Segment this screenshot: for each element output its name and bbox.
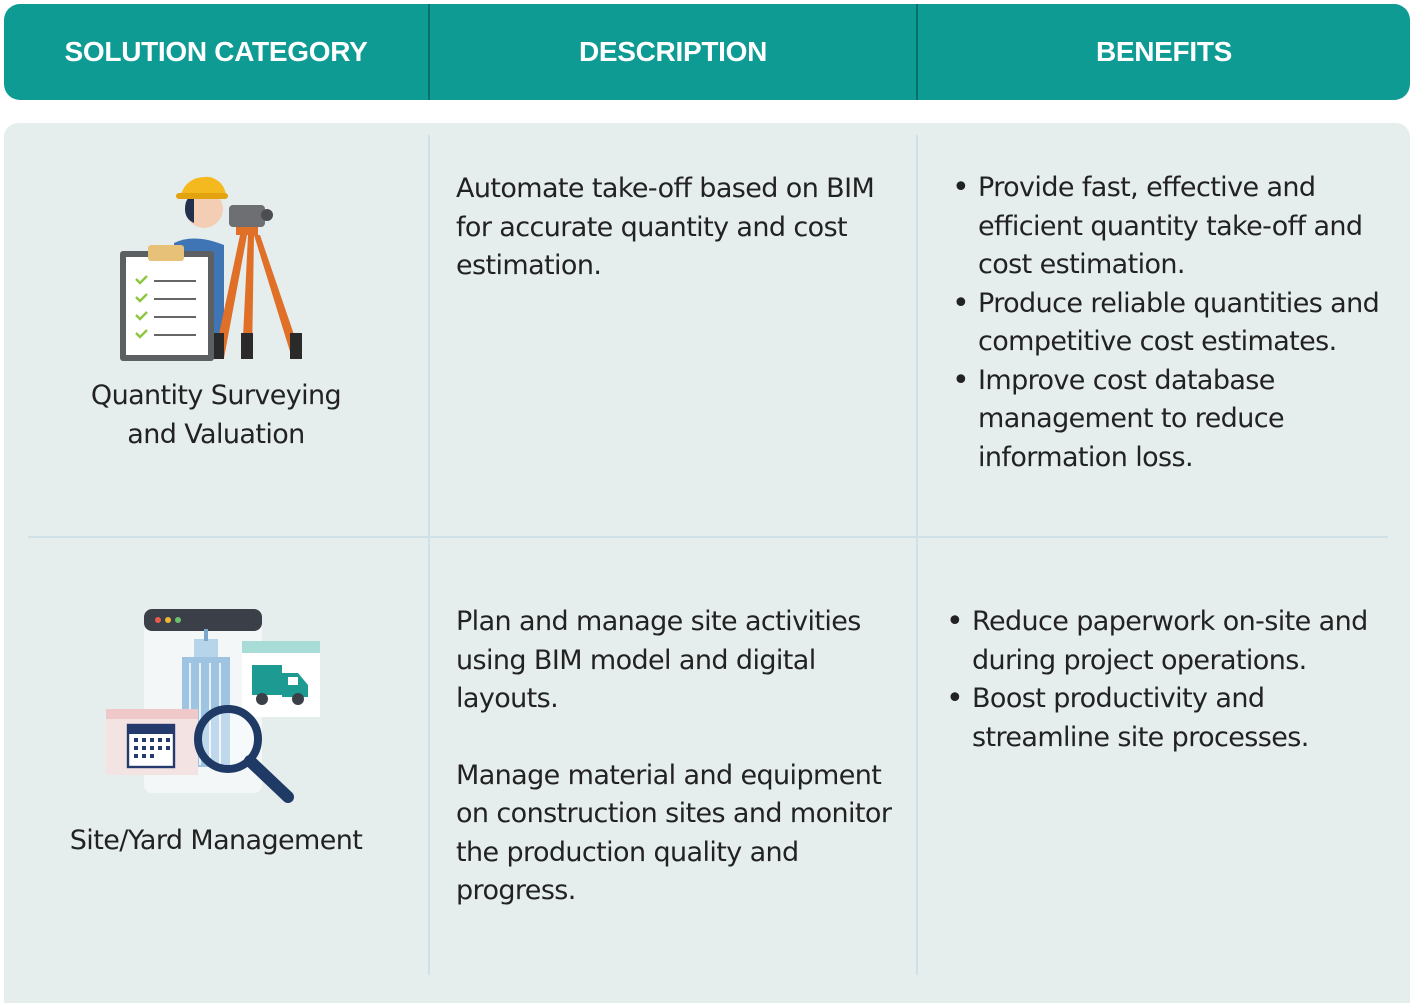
category-label-site-yard-management: Site/Yard Management	[69, 825, 363, 856]
column-divider	[428, 135, 430, 975]
column-divider	[916, 135, 918, 975]
row-divider	[28, 536, 1388, 538]
list-item: Provide fast, effective and efficient qu…	[952, 169, 1392, 285]
header-divider	[916, 4, 918, 100]
table-header: SOLUTION CATEGORY DESCRIPTION BENEFITS	[4, 4, 1410, 100]
surveyor-with-theodolite-and-checklist-icon	[114, 173, 304, 367]
description-quantity-surveying: Automate take-off based on BIM for accur…	[456, 173, 875, 281]
category-label-quantity-surveying: Quantity Surveying and Valuation	[90, 380, 342, 450]
list-item: Improve cost database management to redu…	[952, 362, 1392, 478]
header-description: DESCRIPTION	[578, 36, 768, 67]
site-management-windows-with-building-truck-calendar-magnifier-icon	[102, 607, 322, 811]
description-site-yard-management: Plan and manage site activities using BI…	[456, 606, 892, 906]
list-item: Boost productivity and streamline site p…	[946, 680, 1386, 757]
table-body: Quantity Surveying and Valuation Automat…	[4, 123, 1410, 1003]
benefits-list-quantity-surveying: Provide fast, effective and efficient qu…	[952, 169, 1392, 477]
header-divider	[428, 4, 430, 100]
header-benefits: BENEFITS	[1095, 36, 1233, 67]
list-item: Produce reliable quantities and competit…	[952, 285, 1392, 362]
benefits-list-site-yard-management: Reduce paperwork on-site and during proj…	[946, 603, 1386, 757]
list-item: Reduce paperwork on-site and during proj…	[946, 603, 1386, 680]
header-solution-category: SOLUTION CATEGORY	[64, 36, 368, 67]
